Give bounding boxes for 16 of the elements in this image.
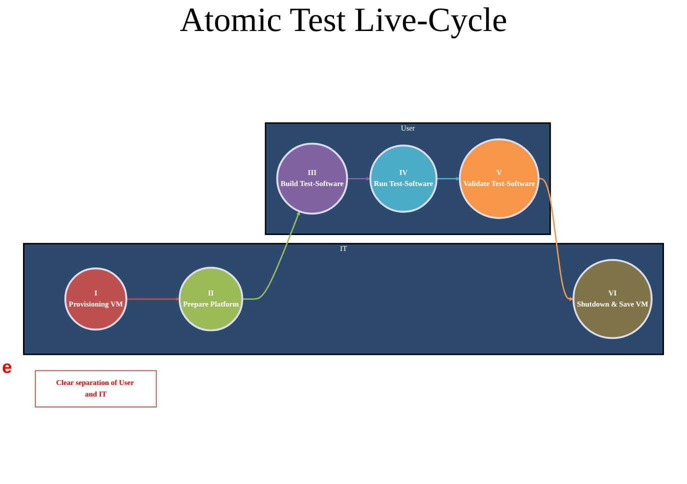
node-circle [458, 138, 540, 219]
arrow [538, 178, 574, 302]
node-circle [572, 259, 653, 340]
node-circle [369, 144, 438, 213]
arrow [436, 176, 460, 181]
arrow [242, 211, 300, 300]
cluster [23, 242, 664, 356]
side-label: e [2, 357, 12, 378]
diagram-title: Atomic Test Live-Cycle [178, 2, 508, 41]
node-circle [64, 268, 128, 330]
arrow [126, 296, 180, 302]
node-circle [276, 142, 348, 215]
cluster [264, 122, 551, 236]
node-circle [178, 266, 244, 332]
node-box [34, 370, 157, 408]
arrow [347, 176, 371, 181]
